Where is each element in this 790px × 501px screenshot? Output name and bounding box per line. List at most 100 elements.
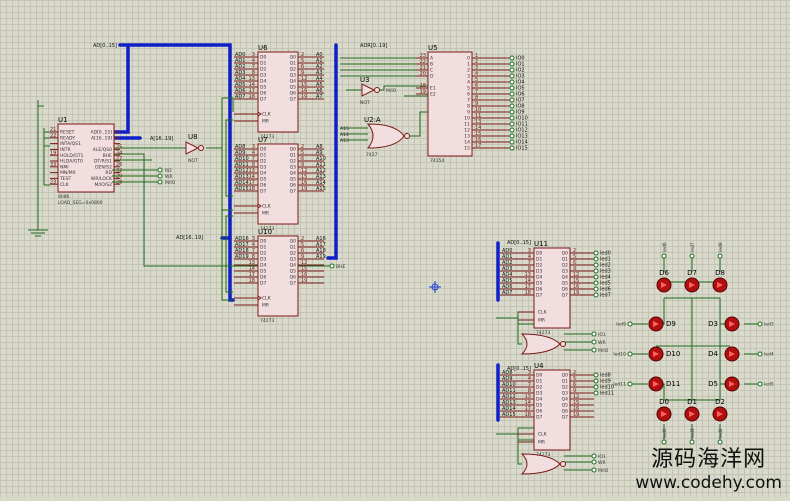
latch-pin-num-l: 7 [528,382,531,388]
latch-q-pin: Q1 [562,257,569,263]
latch-out-net: A15 [316,186,326,192]
led-net-terminal[interactable]: led3 [757,321,774,328]
u1-control-terminals[interactable]: RD WR M/IO [112,167,176,186]
led-ref: D4 [708,350,718,358]
led-d2[interactable]: D2 [712,398,728,422]
latch-pin-num-l: 3 [528,248,531,254]
led-d1[interactable]: D1 [684,398,700,422]
latch-q-pin: Q2 [562,263,569,269]
latch-pin-num-l: 3 [528,370,531,376]
latch-d-pin: D4 [260,79,266,85]
u5-out-num: 11 [475,113,481,119]
latch-pin-num-r: 15 [301,174,307,180]
led-ref: D0 [659,398,669,406]
u4-or-gate[interactable]: IO1 WR M/IO [520,453,609,475]
led-d8[interactable]: D8 [712,269,728,293]
latch-out-net: led10 [600,385,614,391]
led-d10[interactable]: D10 [648,346,680,362]
u11-or-gate[interactable]: IO1 WR M/IO [520,331,609,355]
latch-pin-num-r: 15 [301,266,307,272]
latch-d-pin: D0 [260,239,266,245]
latch-pin-num-r: 2 [573,248,576,254]
u2a-nor-gate[interactable]: U2:A 7427 A15 A14 A13 [340,116,410,158]
u5-out-name: 3 [467,74,470,80]
latch-d-pin: D3 [536,391,542,397]
led-net-terminal[interactable]: led11 [613,381,633,388]
u5-out-name: 8 [467,104,470,110]
latch-q-pin: Q0 [290,147,297,153]
led-net-terminal[interactable]: led2 [717,428,724,445]
latch-u4[interactable]: U474273D0Q032AD8led8D1Q145AD9led9D2Q276A… [500,362,614,458]
latch-ref: U10 [258,228,272,236]
latch-clk-label: CLK [262,204,272,210]
u5-out-name: 15 [464,146,470,152]
u5-io-terminal: IO0 [516,56,525,62]
led-net-label: led7 [690,242,696,252]
led-net-terminal[interactable]: led10 [613,351,633,358]
latch-d-pin: D5 [260,269,266,275]
bhe-terminal[interactable]: BHE [329,263,345,270]
latch-q-pin: Q1 [562,379,569,385]
bhe-label: BHE [336,264,345,270]
u1-8086-chip[interactable]: U1 8086 LOAD_SEG=0x0800 RESET21READY22IN… [50,116,122,206]
u2-part: 7427 [366,152,378,158]
latch-d-pin: D1 [260,61,266,67]
led-d7[interactable]: D7 [684,269,700,293]
led-net-terminal[interactable]: led0 [661,428,668,445]
u1-prop: LOAD_SEG=0x0800 [58,200,103,206]
latch-ref: U4 [534,362,544,370]
latch-pin-num-r: 9 [301,162,304,168]
u5-io-terminal: IO6 [516,92,525,98]
latch-d-pin: D5 [536,403,542,409]
latch-pin-num-r: 2 [301,52,304,58]
latch-pin-num-r: 6 [573,382,576,388]
latch-in-net: AD3 [235,70,245,76]
led-d9[interactable]: D9 [648,316,676,332]
led-net-terminal[interactable]: led6 [661,242,668,259]
u3-ref: U3 [360,76,370,84]
led-ref: D8 [715,269,725,277]
led-net-terminal[interactable]: led7 [689,242,696,259]
led-net-terminal[interactable]: led9 [616,321,633,328]
u1-part: 8086 [58,194,70,200]
led-net-terminal[interactable]: led8 [717,242,724,259]
u8-not-gate[interactable]: U8 NOT [185,133,204,164]
led-d5[interactable]: D5 [708,376,740,392]
led-ref: D2 [715,398,725,406]
latch-mr-label: MR [538,440,545,446]
u8-part: NOT [188,158,198,164]
led-d3[interactable]: D3 [708,316,740,332]
u5-in-name: E2 [430,92,436,98]
led-d0[interactable]: D0 [656,398,672,422]
latch-out-net: led4 [600,275,611,281]
latch-q-pin: Q6 [562,287,569,293]
u5-out-num: 9 [475,101,478,107]
latch-pin-num-r: 19 [573,412,579,418]
latch-pin-num-r: 15 [573,400,579,406]
led-net-terminal[interactable]: led5 [757,381,774,388]
latch-q-pin: Q7 [290,97,297,103]
led-d11[interactable]: D11 [648,376,680,392]
latch-in-net: AD8 [235,144,245,150]
latch-pin-num-r: 16 [573,406,579,412]
u5-out-name: 5 [467,86,470,92]
u1-pin-left-num: 21 [50,127,56,133]
led-net-terminal[interactable]: led4 [757,351,774,358]
led-d4[interactable]: D4 [708,346,740,362]
u1-pin-left-name: MN/MX [60,170,76,176]
latch-clk-label: CLK [538,310,548,316]
latch-pin-num-l: 3 [252,52,255,58]
led-net-terminal[interactable]: led1 [689,428,696,445]
u1-pin-right-name: RD [105,170,112,176]
latch-pin-num-r: 16 [301,272,307,278]
led-d6[interactable]: D6 [656,269,672,293]
latch-clk-label: CLK [262,112,272,118]
u3-not-gate[interactable]: U3 NOT M/IO [360,76,397,106]
